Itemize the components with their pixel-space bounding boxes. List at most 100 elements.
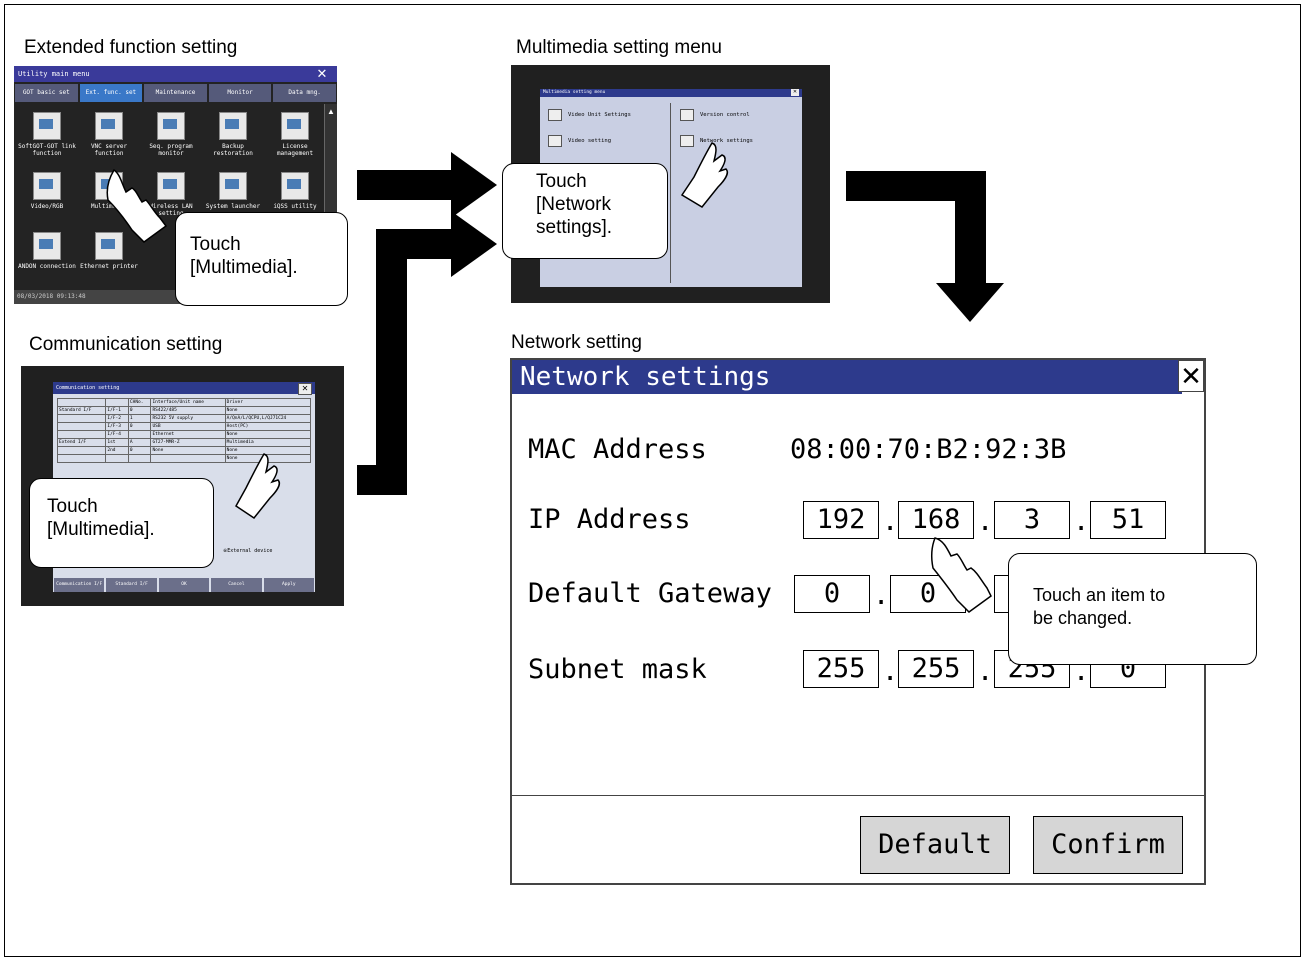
utility-close-icon[interactable]: ✕: [309, 67, 335, 81]
utility-tabs: GOT basic set Ext. func. set Maintenance…: [14, 84, 337, 102]
utility-title: Utility main menu: [14, 66, 337, 82]
system-launcher-button[interactable]: System launcher: [202, 166, 264, 224]
video-icon: [33, 172, 61, 200]
callout-line: Touch an item to: [1033, 585, 1166, 605]
ethernet-printer-button[interactable]: Ethernet printer: [78, 226, 140, 284]
confirm-button[interactable]: Confirm: [1033, 816, 1183, 874]
network-footer: Default Confirm: [512, 795, 1204, 884]
callout-touch-multimedia-top: Touch [Multimedia].: [175, 212, 348, 306]
cell: [56, 454, 107, 463]
ip-octet-3-field[interactable]: 3: [994, 501, 1070, 539]
default-button[interactable]: Default: [860, 816, 1010, 874]
callout-line: [Network: [536, 194, 611, 215]
callout-line: [Multimedia].: [190, 257, 298, 278]
ip-address-label: IP Address: [528, 504, 691, 535]
seq-program-monitor-button[interactable]: Seq. program monitor: [140, 106, 202, 164]
flow-arrow-right-top: [357, 152, 497, 218]
video-rgb-button[interactable]: Video/RGB: [16, 166, 78, 224]
communication-close-icon[interactable]: ✕: [298, 383, 312, 395]
ip-separator: .: [1073, 506, 1090, 537]
icon-label: SoftGOT-GOT link function: [18, 143, 76, 157]
andon-icon: [33, 232, 61, 260]
tab-monitor[interactable]: Monitor: [208, 84, 272, 102]
icon-label: Seq. program monitor: [149, 143, 193, 157]
softgot-icon: [33, 112, 61, 140]
icon-label: ANDON connection: [18, 263, 76, 270]
ip-octet-1-field[interactable]: 192: [803, 501, 879, 539]
ip-octet-2-field[interactable]: 168: [898, 501, 974, 539]
tab-data-mng[interactable]: Data mng.: [273, 84, 336, 102]
callout-line: settings].: [536, 217, 613, 238]
video-unit-icon: [548, 109, 562, 121]
ip-separator: .: [882, 506, 899, 537]
callout-line: Touch: [190, 234, 241, 255]
caption-communication: Communication setting: [29, 334, 223, 355]
gateway-octet-1-field[interactable]: 0: [794, 575, 870, 613]
icon-label: Backup restoration: [213, 143, 253, 157]
network-icon: [680, 135, 694, 147]
tab-maintenance[interactable]: Maintenance: [144, 84, 207, 102]
iqss-icon: [281, 172, 309, 200]
ip-octet-4-field[interactable]: 51: [1090, 501, 1166, 539]
default-gateway-label: Default Gateway: [528, 578, 772, 609]
video-setting-item[interactable]: Video setting: [548, 135, 611, 147]
callout-touch-network: Touch [Network settings].: [502, 163, 668, 259]
iqss-utility-button[interactable]: iQSS utility: [264, 166, 326, 224]
network-settings-item[interactable]: Network settings: [680, 135, 753, 147]
icon-label: Wireless LAN setting: [149, 203, 193, 217]
communication-button-row: Communication I/F Standard I/F assign OK…: [53, 578, 315, 592]
icon-label: System launcher: [205, 203, 261, 210]
network-close-icon[interactable]: ✕: [1178, 360, 1204, 392]
caption-multimedia-menu: Multimedia setting menu: [516, 37, 722, 58]
softgot-link-button[interactable]: SoftGOT-GOT link function: [16, 106, 78, 164]
subnet-separator: .: [882, 656, 899, 687]
version-icon: [680, 109, 694, 121]
menu-item-label: Video Unit Settings: [568, 112, 631, 118]
video-unit-settings-item[interactable]: Video Unit Settings: [548, 109, 631, 121]
hand-pointer-icon: [106, 168, 168, 243]
icon-label: Ethernet printer: [80, 263, 138, 270]
communication-if-button[interactable]: Communication I/F: [54, 578, 105, 592]
version-control-item[interactable]: Version control: [680, 109, 750, 121]
vnc-icon: [95, 112, 123, 140]
printer-icon: [95, 232, 123, 260]
callout-line: be changed.: [1033, 608, 1133, 628]
icon-label: iQSS utility: [273, 203, 317, 210]
apply-button[interactable]: Apply: [263, 578, 315, 592]
subnet-octet-2-field[interactable]: 255: [898, 650, 974, 688]
flow-arrow-down: [846, 171, 1004, 322]
subnet-separator: .: [977, 656, 994, 687]
menu-item-label: Version control: [700, 112, 750, 118]
callout-line: [Multimedia].: [47, 519, 155, 540]
multimedia-menu-window: Multimedia setting menu ✕ Video Unit Set…: [540, 89, 802, 287]
vnc-server-button[interactable]: VNC server function: [78, 106, 140, 164]
hand-pointer-icon: [680, 142, 729, 208]
caption-extended-function: Extended function setting: [24, 37, 238, 58]
backup-restoration-button[interactable]: Backup restoration: [202, 106, 264, 164]
wireless-icon: [157, 172, 185, 200]
multimedia-close-icon[interactable]: ✕: [791, 89, 799, 96]
network-settings-title: Network settings: [512, 360, 1182, 394]
flow-arrow-up-right: [357, 211, 497, 495]
ok-button[interactable]: OK: [158, 578, 210, 592]
wireless-lan-button[interactable]: Wireless LAN setting: [140, 166, 202, 224]
tab-ext-func-set[interactable]: Ext. func. set: [79, 84, 143, 102]
hand-pointer-icon: [930, 537, 992, 613]
icon-label: Video/RGB: [30, 203, 64, 210]
cancel-button[interactable]: Cancel: [211, 578, 262, 592]
subnet-octet-1-field[interactable]: 255: [803, 650, 879, 688]
menu-item-label: Video setting: [568, 138, 612, 144]
ip-separator: .: [977, 506, 994, 537]
network-settings-screen: Network settings ✕ MAC Address 08:00:70:…: [510, 358, 1206, 885]
callout-line: Touch: [536, 171, 587, 192]
hand-pointer-icon: [235, 453, 281, 520]
icon-label: License management: [276, 143, 314, 157]
icon-label: VNC server function: [90, 143, 128, 157]
andon-connection-button[interactable]: ANDON connection: [16, 226, 78, 284]
tab-got-basic-set[interactable]: GOT basic set: [15, 84, 78, 102]
license-management-button[interactable]: License management: [264, 106, 326, 164]
launcher-icon: [219, 172, 247, 200]
standard-if-assign-button[interactable]: Standard I/F assign: [106, 578, 157, 592]
